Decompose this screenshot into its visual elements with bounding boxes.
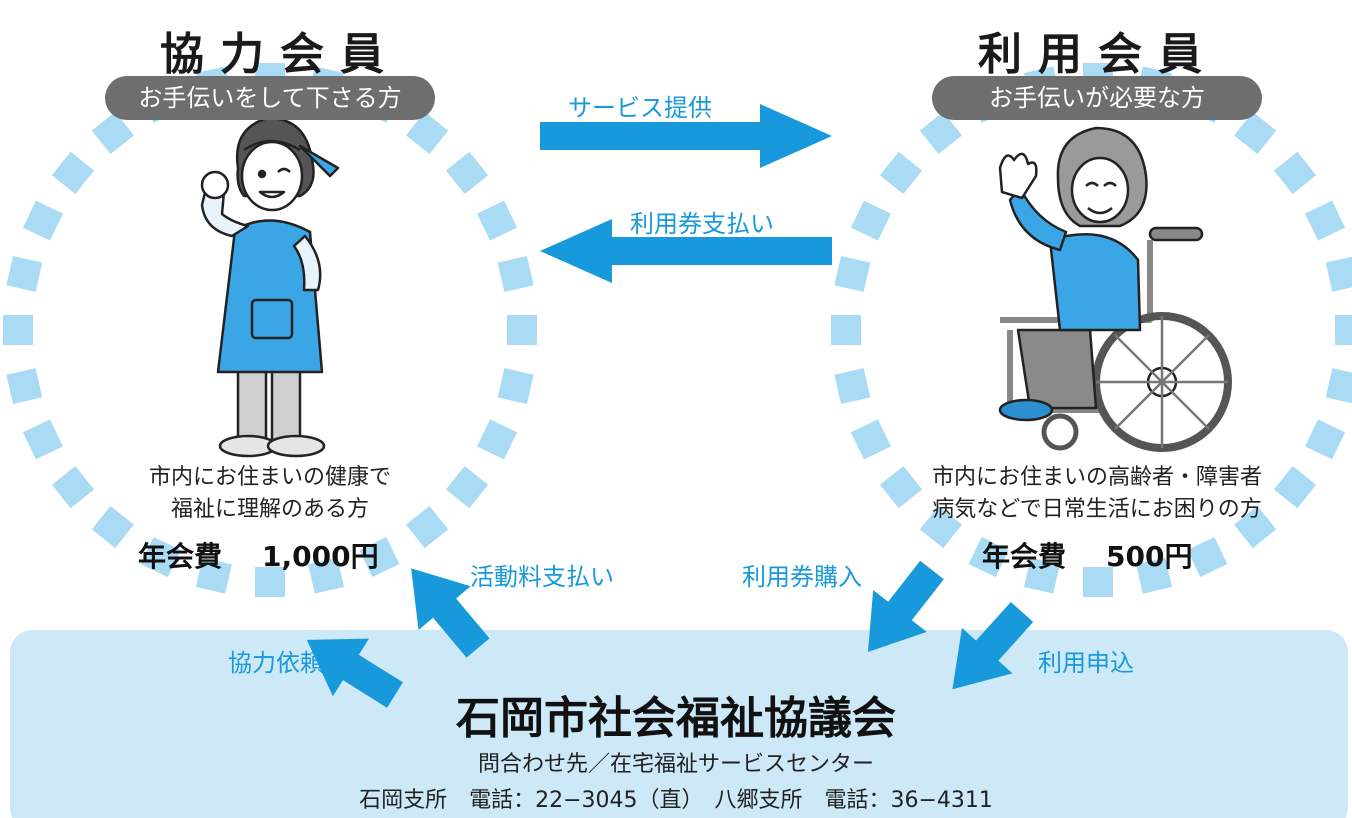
ring-dash bbox=[3, 315, 33, 345]
ring-dash bbox=[834, 368, 871, 405]
contact-label: 問合わせ先／在宅福祉サービスセンター bbox=[477, 752, 874, 777]
wheelchair-user-illustration bbox=[998, 126, 1232, 452]
left-desc-line2: 福祉に理解のある方 bbox=[170, 497, 369, 522]
ring-dash bbox=[497, 255, 534, 292]
right-fee-value: 500円 bbox=[1106, 540, 1193, 573]
ring-dash bbox=[6, 255, 43, 292]
right-fee-label: 年会費 bbox=[982, 540, 1067, 573]
ring-dash bbox=[1187, 537, 1228, 578]
ring-dash bbox=[497, 368, 534, 405]
ticket-pay-arrow bbox=[540, 219, 832, 283]
ring-dash bbox=[91, 111, 134, 155]
ring-dash bbox=[1335, 315, 1352, 345]
ring-dash bbox=[1305, 200, 1346, 241]
ring-dash bbox=[51, 466, 95, 509]
ring-dash bbox=[22, 200, 63, 241]
left-annual-fee: 年会費 1,000円 bbox=[138, 535, 379, 575]
ring-dash bbox=[6, 368, 43, 405]
left-member-description: 市内にお住まいの健康で 福祉に理解のある方 bbox=[100, 462, 440, 526]
right-member-description: 市内にお住まいの高齢者・障害者 病気などで日常生活にお困りの方 bbox=[892, 462, 1302, 526]
ring-dash bbox=[1136, 557, 1173, 594]
apply-arrow bbox=[952, 601, 1034, 690]
ring-dash bbox=[968, 537, 1009, 578]
ticket-buy-arrow bbox=[867, 560, 944, 652]
ring-dash bbox=[1325, 255, 1352, 292]
ring-dash bbox=[1234, 111, 1277, 155]
ring-dash bbox=[1325, 368, 1352, 405]
left-fee-value: 1,000円 bbox=[262, 540, 379, 573]
left-fee-label: 年会費 bbox=[138, 540, 223, 573]
ring-dash bbox=[919, 505, 962, 549]
activity-pay-label: 活動料支払い bbox=[470, 563, 614, 591]
ticket-buy-label: 利用券購入 bbox=[742, 563, 862, 591]
ring-dash bbox=[879, 466, 923, 509]
contact-phones: 石岡支所 電話：22−3045（直） 八郷支所 電話：36−4311 bbox=[359, 788, 993, 813]
ring-dash bbox=[507, 315, 537, 345]
ring-dash bbox=[1234, 505, 1277, 549]
ring-dash bbox=[879, 151, 923, 194]
ring-dash bbox=[1083, 567, 1113, 597]
ticket-pay-label: 利用券支払い bbox=[630, 210, 774, 238]
right-member-tag: お手伝いが必要な方 bbox=[932, 76, 1262, 120]
service-label: サービス提供 bbox=[568, 94, 712, 122]
ring-dash bbox=[831, 315, 861, 345]
right-member-title: 利用会員 bbox=[978, 29, 1218, 80]
right-annual-fee: 年会費 500円 bbox=[982, 535, 1192, 575]
ring-dash bbox=[1023, 557, 1060, 594]
ring-dash bbox=[445, 151, 489, 194]
right-desc-line1: 市内にお住まいの高齢者・障害者 bbox=[931, 465, 1262, 490]
ring-dash bbox=[140, 537, 181, 578]
ring-dash bbox=[195, 557, 232, 594]
organization-name: 石岡市社会福祉協議会 bbox=[456, 693, 896, 744]
service-arrow bbox=[540, 104, 832, 168]
ring-dash bbox=[308, 557, 345, 594]
ring-dash bbox=[445, 466, 489, 509]
ring-dash bbox=[91, 505, 134, 549]
ring-dash bbox=[255, 567, 285, 597]
ring-dash bbox=[834, 255, 871, 292]
right-desc-line2: 病気などで日常生活にお困りの方 bbox=[932, 497, 1262, 522]
ring-dash bbox=[51, 151, 95, 194]
helper-woman-illustration bbox=[200, 116, 340, 458]
left-member-tag: お手伝いをして下さる方 bbox=[105, 76, 435, 120]
ring-dash bbox=[850, 419, 891, 460]
ring-dash bbox=[22, 419, 63, 460]
activity-pay-arrow bbox=[411, 568, 490, 658]
ring-dash bbox=[1273, 466, 1317, 509]
ring-dash bbox=[406, 505, 449, 549]
ring-dash bbox=[406, 111, 449, 155]
ring-dash bbox=[1273, 151, 1317, 194]
left-member-title: 協力会員 bbox=[160, 29, 400, 80]
left-desc-line1: 市内にお住まいの健康で bbox=[148, 465, 391, 490]
coop-request-label: 協力依頼 bbox=[228, 649, 324, 677]
apply-label: 利用申込 bbox=[1038, 649, 1134, 677]
ring-dash bbox=[919, 111, 962, 155]
ring-dash bbox=[1305, 419, 1346, 460]
ring-dash bbox=[359, 537, 400, 578]
ring-dash bbox=[477, 419, 518, 460]
coop-request-arrow bbox=[306, 638, 403, 708]
ring-dash bbox=[850, 200, 891, 241]
ring-dash bbox=[477, 200, 518, 241]
